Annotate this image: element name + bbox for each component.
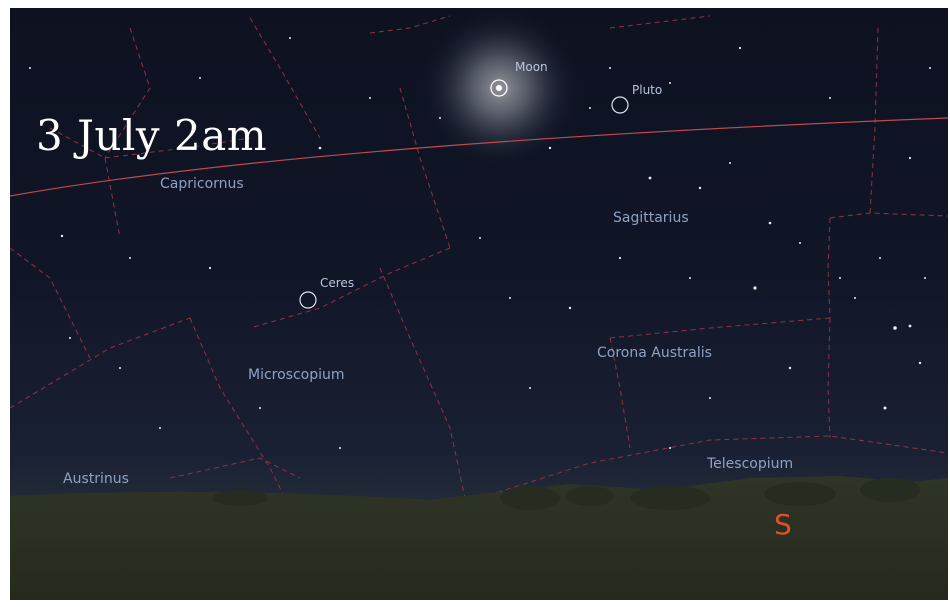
horizon-trees	[212, 478, 920, 510]
moon-marker[interactable]	[490, 79, 508, 97]
pluto-marker[interactable]	[611, 96, 629, 114]
moon-label: Moon	[515, 60, 548, 74]
sky-view: Moon Pluto Ceres Capricornus Sagittarius…	[10, 8, 948, 600]
constellation-label-piscis-austrinus: Austrinus	[63, 471, 129, 487]
moon-disc	[496, 85, 502, 91]
constellation-boundaries	[10, 15, 948, 509]
constellation-label-telescopium: Telescopium	[707, 456, 794, 472]
ecliptic-line	[10, 117, 948, 197]
stars	[29, 37, 931, 449]
horizon-ground	[10, 476, 948, 600]
ceres-label: Ceres	[320, 276, 355, 290]
pluto-label: Pluto	[632, 83, 663, 97]
constellation-label-sagittarius: Sagittarius	[613, 210, 689, 226]
date-caption: 3 July 2am	[36, 111, 268, 160]
ceres-marker[interactable]	[299, 291, 317, 309]
constellation-label-microscopium: Microscopium	[248, 367, 345, 383]
constellation-label-corona-australis: Corona Australis	[597, 345, 712, 361]
cardinal-direction-south: S	[774, 508, 792, 541]
constellation-label-capricornus: Capricornus	[160, 176, 244, 192]
sky-canvas	[10, 8, 948, 600]
